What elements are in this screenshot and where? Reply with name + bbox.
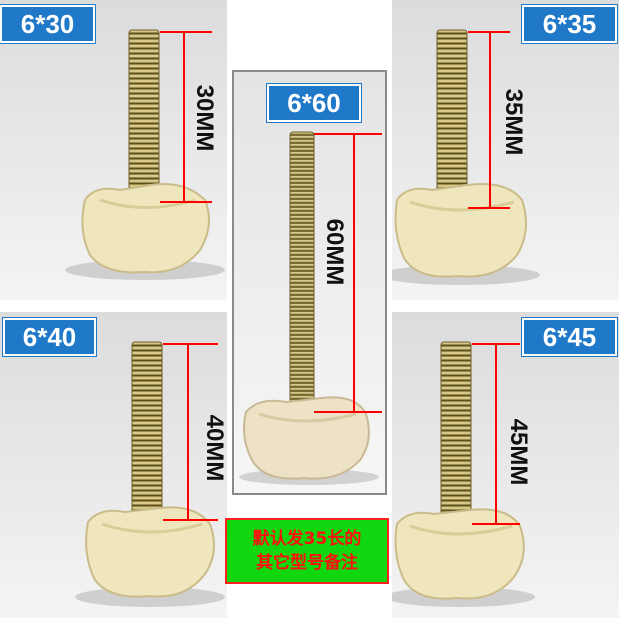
length-label-35mm: 35MM — [500, 88, 527, 156]
size-badge-6x45: 6*45 — [522, 318, 617, 356]
bolt-panel-6x60 — [232, 70, 387, 495]
note-line-2: 其它型号备注 — [256, 553, 358, 573]
bolt-knob-image — [392, 29, 540, 285]
bolt-panel-6x40 — [0, 312, 227, 618]
length-label-40mm: 40MM — [201, 414, 228, 482]
size-badge-6x40: 6*40 — [3, 318, 96, 356]
bolt-panel-6x30 — [0, 0, 227, 300]
bolt-panel-6x35 — [392, 0, 619, 300]
length-label-45mm: 45MM — [505, 418, 532, 486]
length-label-30mm: 30MM — [191, 84, 218, 152]
size-badge-6x35: 6*35 — [522, 5, 617, 43]
default-length-note: 默认发35长的 其它型号备注 — [225, 518, 389, 584]
size-badge-6x30: 6*30 — [0, 5, 95, 43]
bolt-knob-image — [75, 341, 225, 607]
length-label-60mm: 60MM — [321, 218, 348, 286]
bolt-knob-image — [65, 29, 225, 280]
bolt-knob-image — [239, 131, 382, 485]
bolt-knob-image — [392, 341, 535, 607]
note-line-1: 默认发35长的 — [252, 529, 362, 549]
bolt-panel-6x45 — [392, 312, 619, 618]
size-badge-6x60: 6*60 — [267, 84, 361, 122]
